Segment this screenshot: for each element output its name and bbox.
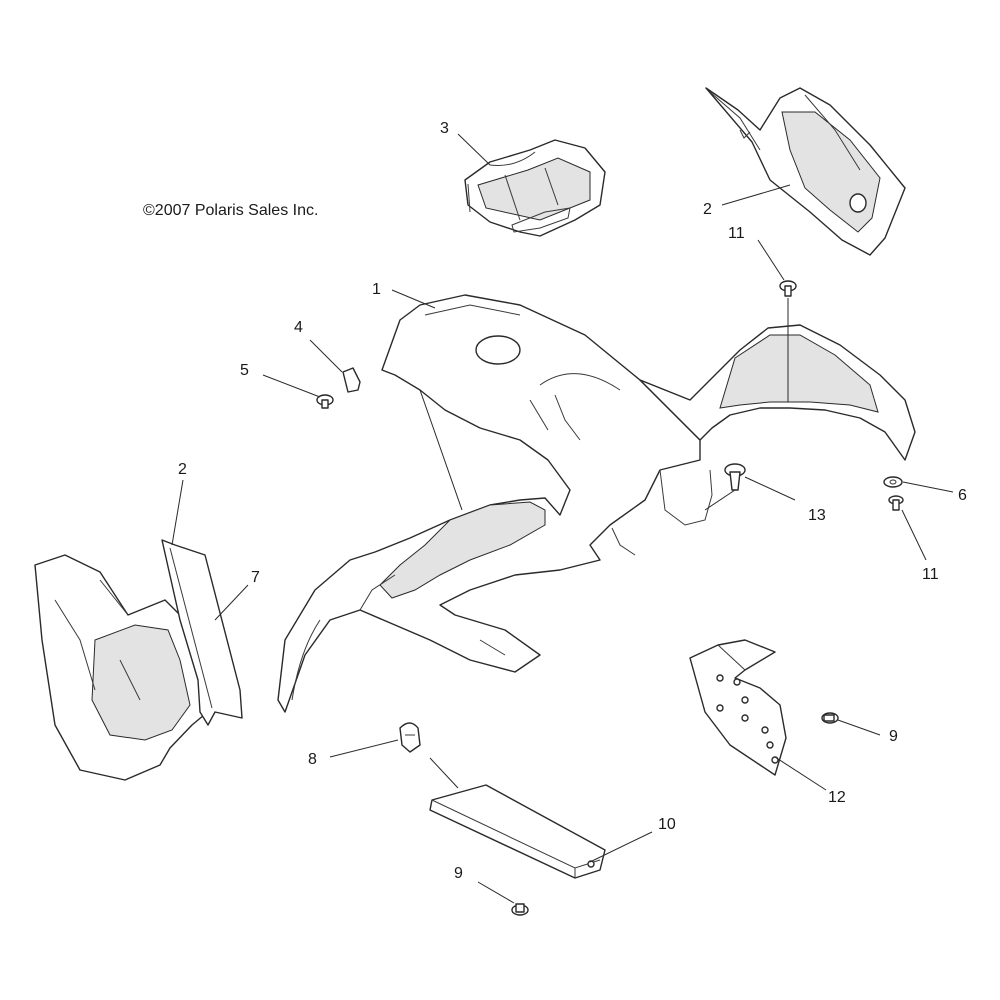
callout-6: 6 — [958, 487, 967, 504]
part-2-side-panel-right[interactable] — [705, 87, 906, 256]
callout-2-top: 2 — [703, 201, 712, 218]
part-1-front-body[interactable] — [277, 294, 916, 713]
callout-12: 12 — [828, 789, 846, 806]
part-5-screw[interactable] — [316, 394, 334, 409]
callout-5: 5 — [240, 362, 249, 379]
callout-11-top: 11 — [728, 225, 745, 242]
part-8-clip[interactable] — [399, 722, 421, 753]
callout-10: 10 — [658, 816, 676, 833]
part-7-panel-backing[interactable] — [161, 539, 243, 726]
callout-9-bottom: 9 — [454, 865, 463, 882]
part-2-side-panel-left[interactable] — [34, 554, 211, 781]
part-10-bracket[interactable] — [429, 784, 606, 879]
part-12-plate[interactable] — [689, 639, 787, 776]
callout-1: 1 — [372, 281, 381, 298]
leader-lines — [171, 133, 954, 904]
part-13-push-rivet[interactable] — [724, 463, 746, 491]
callout-3: 3 — [440, 120, 449, 137]
callout-2-left: 2 — [178, 461, 187, 478]
part-9-screw-right[interactable] — [821, 712, 839, 724]
callout-13: 13 — [808, 507, 826, 524]
copyright-text: ©2007 Polaris Sales Inc. — [143, 202, 318, 219]
part-11-screw-top[interactable] — [779, 280, 797, 297]
part-11-screw-right[interactable] — [888, 495, 904, 511]
callout-8: 8 — [308, 751, 317, 768]
part-4-clip[interactable] — [342, 367, 361, 393]
callout-7: 7 — [251, 569, 260, 586]
part-6-washer[interactable] — [883, 476, 903, 488]
part-9-screw-bottom[interactable] — [511, 903, 529, 916]
callout-11-right: 11 — [922, 566, 939, 583]
part-3-top-cover[interactable] — [464, 139, 606, 237]
callout-4: 4 — [294, 319, 303, 336]
callout-9-right: 9 — [889, 728, 898, 745]
